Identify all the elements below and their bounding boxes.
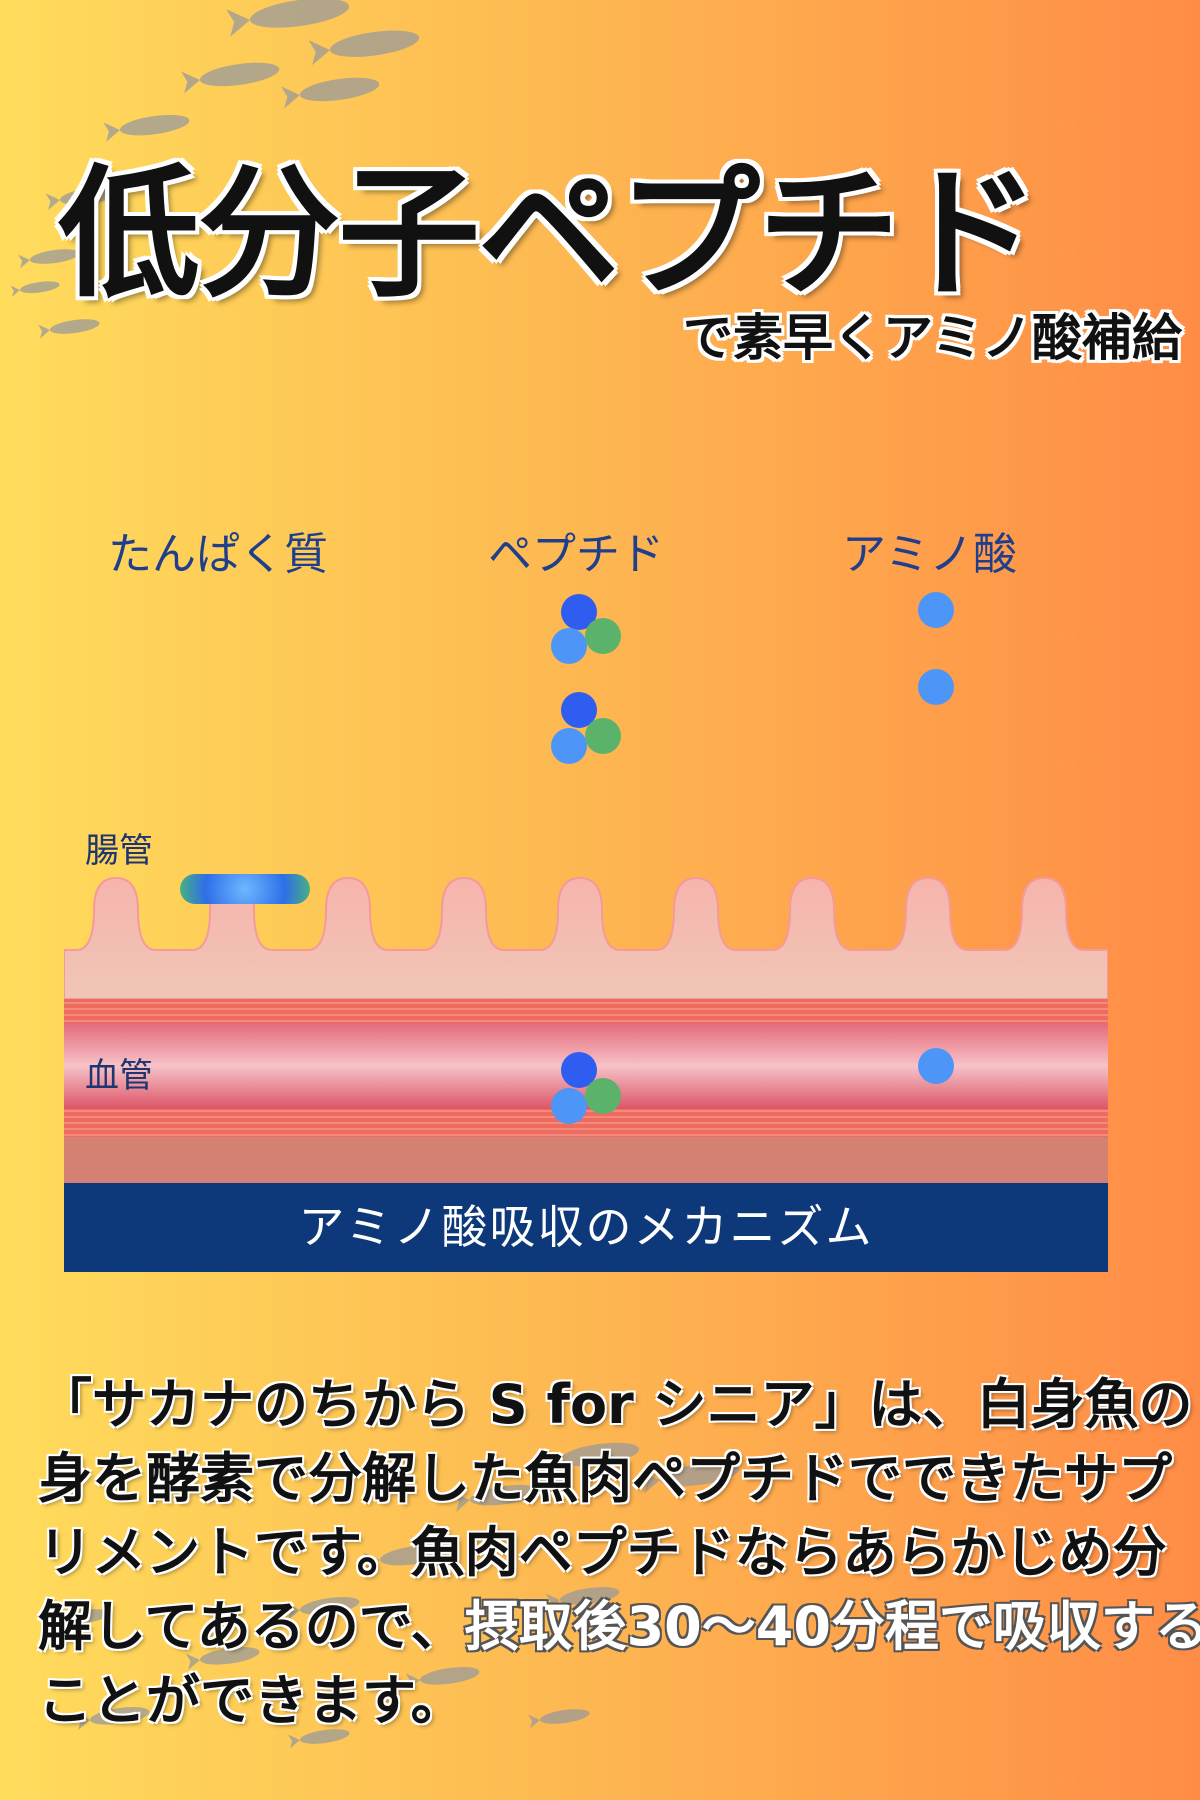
paragraph-text: 「サカナのちから S for シニア」は、白身魚の [38,1373,1193,1436]
intestine-vessel-diagram [64,876,1108,1183]
description-paragraph: 「サカナのちから S for シニア」は、白身魚の身を酵素で分解した魚肉ペプチド… [38,1360,1200,1732]
fish-icon [48,1609,110,1629]
paragraph-line: 身を酵素で分解した魚肉ペプチドでできたサプ [38,1434,1188,1510]
fish-icon [453,1484,540,1512]
fish-icon [405,1667,480,1691]
fish-icon [288,1729,350,1749]
label-peptide: ペプチド [488,529,664,580]
paragraph-line: 解してあるので、摂取後30～40分程で吸収する [38,1582,1200,1658]
fish-icon [541,1442,640,1474]
page-title: 低分子ペプチド [58,152,1040,317]
fish-icon [285,1597,360,1621]
fish-icon [528,1709,590,1729]
paragraph-line: 「サカナのちから S for シニア」は、白身魚の [38,1360,1193,1436]
fish-icon [545,1587,620,1611]
fish-icon [181,62,280,94]
amino-acid-molecule [918,669,954,705]
amino-acid-in-vessel [918,1048,954,1084]
highlighted-text: 摂取後30～40分程で吸収する [464,1595,1200,1658]
label-amino-acid: アミノ酸 [842,529,1018,580]
page-subtitle: で素早くアミノ酸補給 [683,309,1182,367]
blood-vessel-label: 血管 [85,1056,153,1096]
label-protein: たんぱく質 [108,529,328,580]
fish-icon [103,114,190,142]
fish-icon [10,281,60,297]
fish-icon [18,249,80,269]
fish-icon [38,319,100,339]
intestine-label: 腸管 [85,831,153,871]
fish-icon [75,1707,150,1731]
paragraph-text: ことができます。 [38,1669,465,1732]
fish-icon [45,187,120,211]
fish-icon [641,1462,740,1494]
paragraph-text: 身を酵素で分解した魚肉ペプチドでできたサプ [38,1447,1172,1510]
fish-icon [363,1544,450,1572]
diagram-caption: アミノ酸吸収のメカニズム [64,1183,1108,1272]
fish-icon [281,77,380,109]
paragraph-line: ことができます。 [38,1656,1188,1732]
fish-icon [308,30,420,66]
fish-icon [185,1647,260,1671]
fish-icon [226,0,350,37]
paragraph-line: リメントです。魚肉ペプチドならあらかじめ分 [38,1508,1188,1584]
paragraph-text: 解してあるので、 [38,1595,465,1658]
paragraph-text: リメントです。魚肉ペプチドならあらかじめ分 [38,1521,1167,1584]
amino-acid-molecule [918,592,954,628]
